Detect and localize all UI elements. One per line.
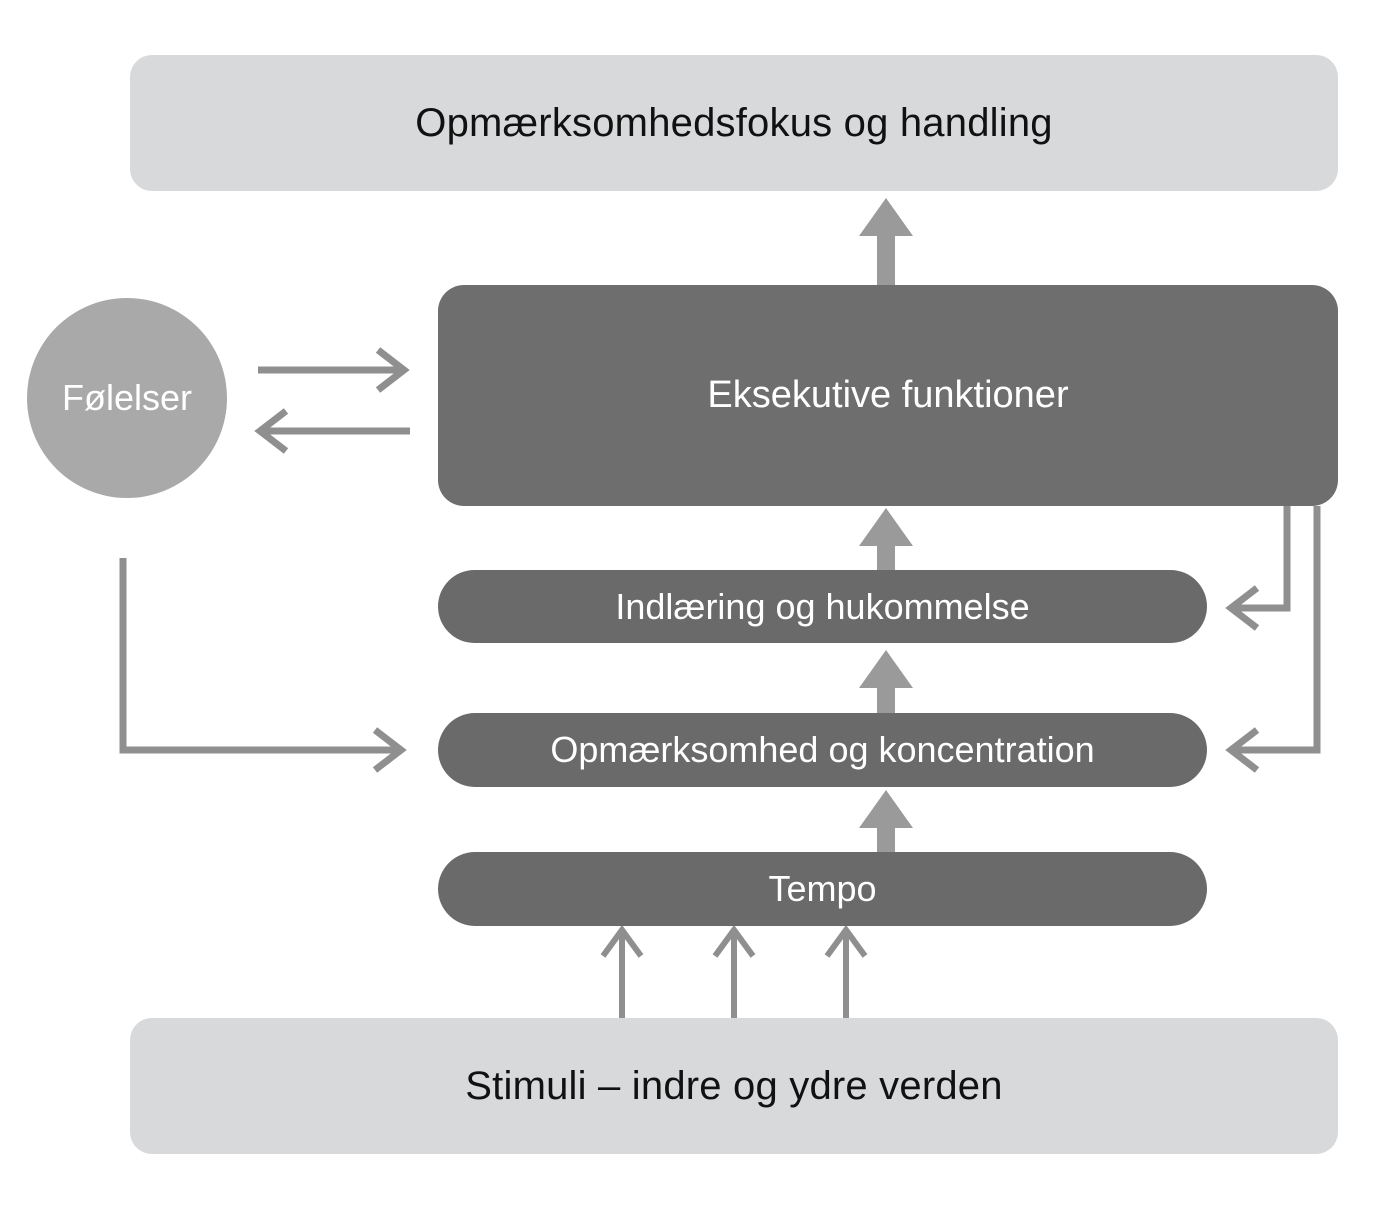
node-learning-memory-label: Indlæring og hukommelse bbox=[615, 585, 1030, 627]
block-arrow-learning-to-executive bbox=[859, 508, 913, 578]
elbow-arrow-emotions-to-attention bbox=[119, 558, 407, 773]
node-tempo-label: Tempo bbox=[768, 868, 877, 910]
node-stimuli-label: Stimuli – indre og ydre verden bbox=[465, 1064, 1003, 1108]
node-emotions-label: Følelser bbox=[61, 377, 192, 419]
line-arrow-executive-to-emotions bbox=[254, 408, 410, 454]
node-executive-functions-label: Eksekutive funktioner bbox=[707, 373, 1069, 416]
node-attention-concentration-label: Opmærksomhed og koncentration bbox=[550, 729, 1095, 771]
elbow-arrow-executive-to-attention-feedback bbox=[1225, 506, 1321, 773]
node-top-outcome[interactable]: Opmærksomhedsfokus og handling bbox=[130, 55, 1338, 191]
node-tempo[interactable]: Tempo bbox=[438, 852, 1207, 926]
block-arrow-attention-to-learning bbox=[859, 650, 913, 720]
block-arrow-executive-to-top-outcome bbox=[859, 198, 913, 290]
node-top-outcome-label: Opmærksomhedsfokus og handling bbox=[415, 101, 1053, 145]
node-stimuli[interactable]: Stimuli – indre og ydre verden bbox=[130, 1018, 1338, 1154]
block-arrow-tempo-to-attention bbox=[859, 790, 913, 860]
line-arrow-emotions-to-executive bbox=[258, 347, 410, 393]
line-arrows-stimuli-to-tempo bbox=[600, 924, 868, 1020]
node-emotions[interactable]: Følelser bbox=[27, 298, 227, 498]
node-executive-functions[interactable]: Eksekutive funktioner bbox=[438, 285, 1338, 506]
node-attention-concentration[interactable]: Opmærksomhed og koncentration bbox=[438, 713, 1207, 787]
node-learning-memory[interactable]: Indlæring og hukommelse bbox=[438, 570, 1207, 643]
